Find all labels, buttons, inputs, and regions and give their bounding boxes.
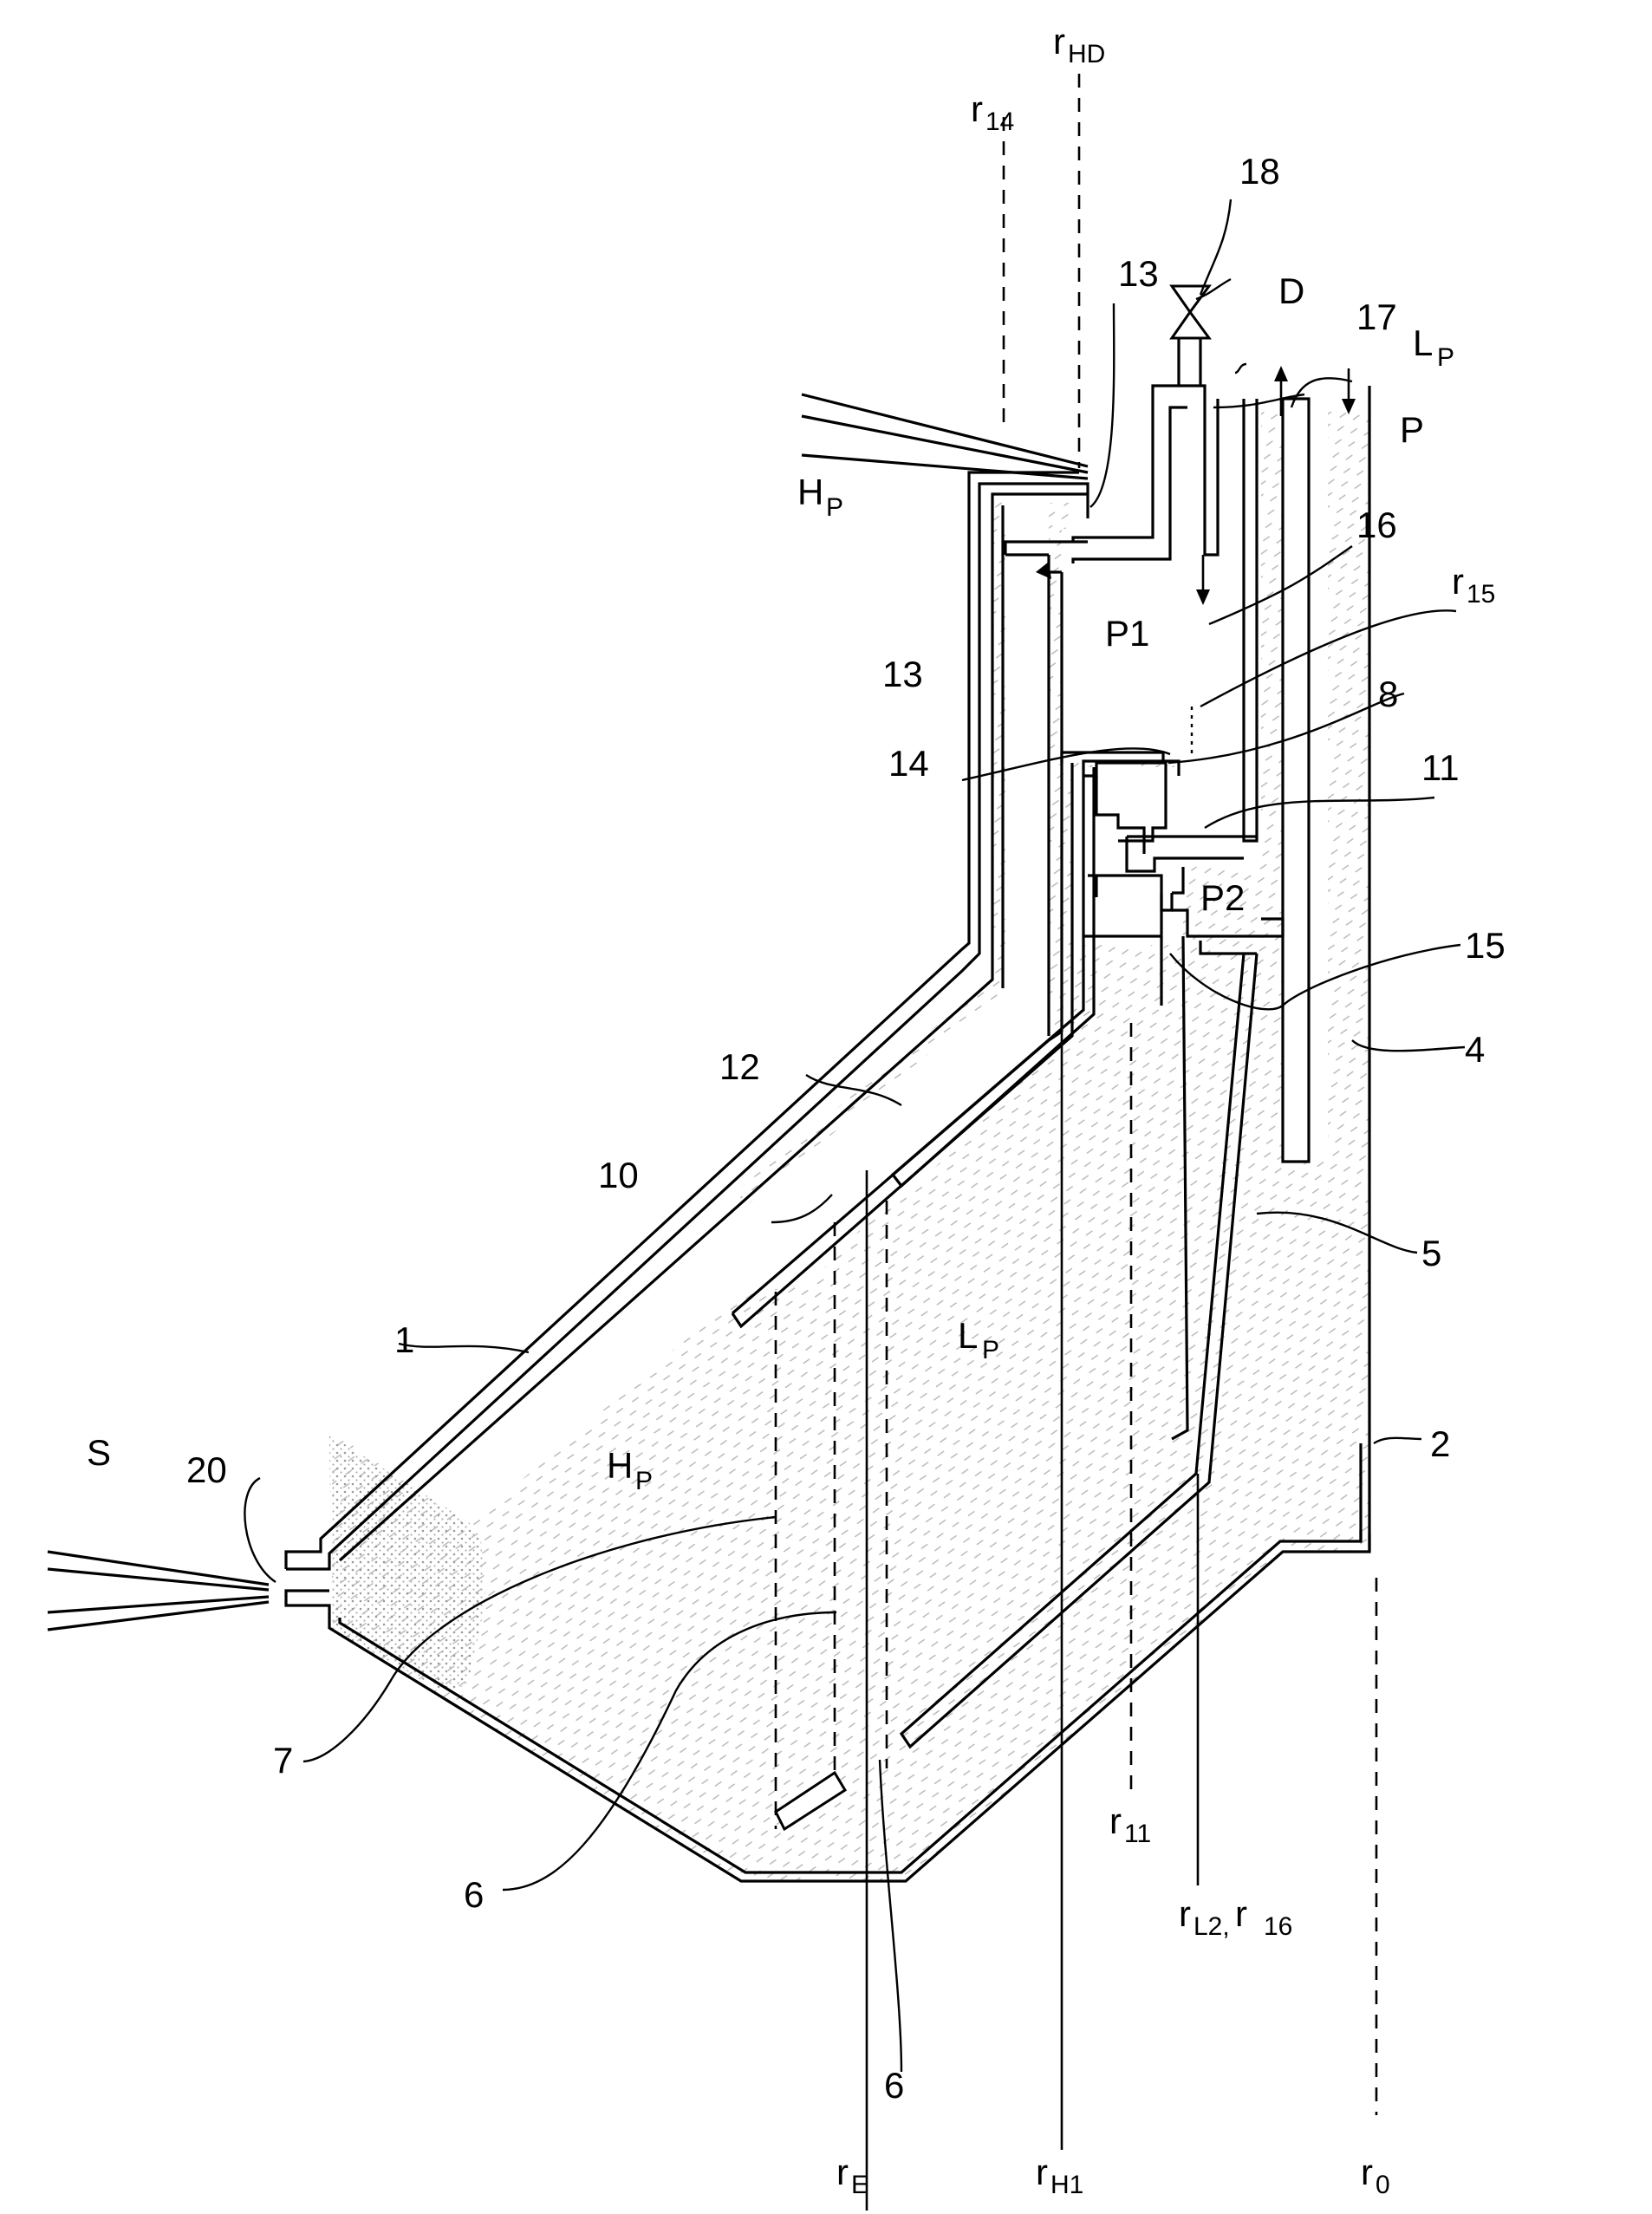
label-4: 4 bbox=[1465, 1029, 1485, 1070]
label-r16-base: r bbox=[1235, 1893, 1247, 1934]
label-HP-mid-base: H bbox=[607, 1445, 633, 1486]
label-r14-base: r bbox=[971, 88, 983, 129]
label-HP-top-sub: P bbox=[826, 493, 843, 522]
label-r11-sub: 11 bbox=[1124, 1820, 1151, 1848]
label-P2: P2 bbox=[1200, 877, 1245, 918]
label-rE-base: r bbox=[836, 2152, 849, 2192]
label-20: 20 bbox=[186, 1449, 227, 1490]
label-9: 8 bbox=[1378, 674, 1398, 714]
label-rHD-sub: HD bbox=[1068, 40, 1105, 68]
label-11: 11 bbox=[1421, 747, 1460, 788]
label-r16-r: r bbox=[1179, 1893, 1191, 1934]
label-r14-sub: 14 bbox=[985, 107, 1014, 136]
label-2: 2 bbox=[1430, 1423, 1450, 1464]
label-rH1-base: r bbox=[1036, 2152, 1048, 2192]
label-r15-base: r bbox=[1452, 561, 1464, 602]
label-P1: P1 bbox=[1105, 613, 1149, 654]
label-6: 6 bbox=[884, 2065, 904, 2106]
label-rH1-sub: H1 bbox=[1050, 2171, 1083, 2199]
label-19: 18 bbox=[1239, 151, 1280, 192]
label-r0-base: r bbox=[1361, 2152, 1373, 2192]
label-rL2: L2, bbox=[1193, 1912, 1230, 1941]
label-13: 13 bbox=[1118, 253, 1159, 294]
label-HP-top-base: H bbox=[797, 472, 823, 512]
label-r0-sub: 0 bbox=[1376, 2171, 1390, 2199]
label-LP-mid-sub: P bbox=[982, 1336, 999, 1364]
label-LP-top-sub: P bbox=[1437, 343, 1454, 372]
label-1: 1 bbox=[394, 1319, 414, 1360]
label-8: 7 bbox=[273, 1740, 293, 1781]
label-D: D bbox=[1278, 270, 1304, 311]
label-14: 13 bbox=[882, 654, 923, 694]
label-18: 17 bbox=[1356, 296, 1397, 337]
label-12: 12 bbox=[719, 1046, 760, 1087]
label-P: P bbox=[1400, 409, 1424, 450]
label-17: 16 bbox=[1356, 505, 1397, 545]
label-r16-sub: 16 bbox=[1264, 1912, 1292, 1941]
label-5: 5 bbox=[1421, 1233, 1441, 1273]
label-7: 6 bbox=[464, 1874, 484, 1915]
liquid-fill bbox=[329, 412, 1369, 1881]
label-15: 14 bbox=[888, 743, 929, 784]
label-rE-sub: E bbox=[851, 2171, 868, 2199]
label-r11-base: r bbox=[1109, 1801, 1122, 1841]
label-LP-top-base: L bbox=[1413, 322, 1433, 363]
label-LP-mid-base: L bbox=[958, 1315, 978, 1356]
label-r15-sub: 15 bbox=[1467, 580, 1495, 609]
label-rHD-base: r bbox=[1053, 21, 1065, 62]
label-16: 15 bbox=[1465, 925, 1506, 966]
label-HP-mid-sub: P bbox=[635, 1467, 653, 1495]
valve-19 bbox=[1172, 286, 1209, 338]
label-S: S bbox=[87, 1432, 111, 1473]
label-10: 10 bbox=[598, 1155, 639, 1195]
